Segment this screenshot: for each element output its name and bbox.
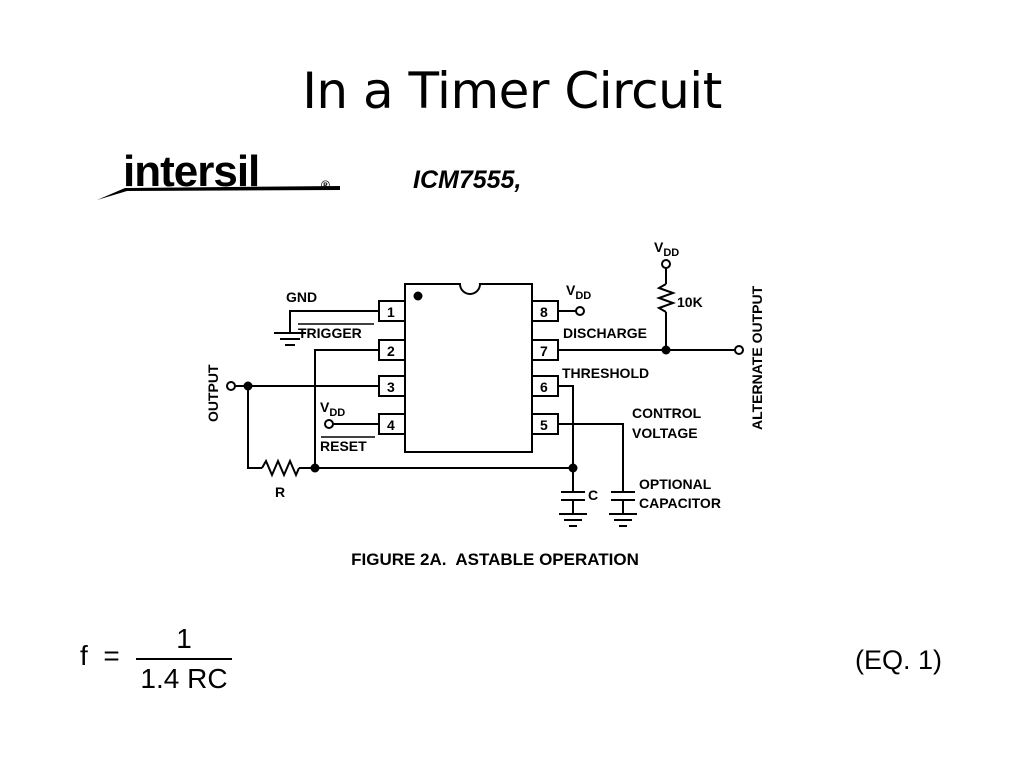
fraction-bar [136,658,232,660]
ground-symbol-c [559,513,587,527]
junction-discharge [661,345,671,355]
astable-circuit-diagram: 1 2 3 4 5 6 7 8 GND TRIGGER OUTPUT VDD R… [205,239,765,527]
pin-number-4: 4 [387,417,395,433]
pin-number-3: 3 [387,379,395,395]
ic-body [404,283,533,453]
junction-threshold [568,463,578,473]
label-capacitor: CAPACITOR [639,495,721,511]
pin-number-7: 7 [540,343,548,359]
intersil-logo: intersil ® [95,150,345,208]
ic-pin1-marker [413,291,423,301]
label-output: OUTPUT [205,364,221,422]
ground-symbol-opt [609,513,637,527]
junction-trigger [310,463,320,473]
label-discharge: DISCHARGE [563,325,647,341]
resistor-r [261,458,300,478]
junction-output [243,381,253,391]
alternate-output-terminal [734,345,744,355]
frequency-formula: f = 1 1.4 RC [80,622,280,695]
label-threshold: THRESHOLD [562,365,649,381]
label-voltage: VOLTAGE [632,425,698,441]
formula-fraction: 1 1.4 RC [136,622,232,695]
label-vdd-top: VDD [654,239,679,259]
label-trigger: TRIGGER [298,325,362,341]
logo-text: intersil [123,147,260,196]
vdd-terminal-top [661,259,671,269]
capacitor-c [561,491,585,501]
label-r: R [275,484,285,500]
optional-capacitor [611,491,635,501]
logo-swoosh-icon [97,186,340,200]
label-gnd: GND [286,289,317,305]
formula-denominator: 1.4 RC [140,663,228,694]
part-number: ICM7555, [413,166,522,194]
label-vdd-pin8: VDD [566,282,591,302]
label-vdd-pin4: VDD [320,399,345,419]
slide-title: In a Timer Circuit [302,62,722,120]
pin-number-8: 8 [540,304,548,320]
ground-symbol-left [274,332,306,346]
pin-number-5: 5 [540,417,548,433]
label-c: C [588,487,598,503]
figure-caption: FIGURE 2A. ASTABLE OPERATION [351,550,639,569]
reset-terminal [324,419,334,429]
logo-registered: ® [321,178,330,192]
pin-number-6: 6 [540,379,548,395]
label-alternate-output: ALTERNATE OUTPUT [749,285,765,430]
label-10k: 10K [677,294,703,310]
formula-lhs: f = [80,640,120,671]
pin-number-1: 1 [387,304,395,320]
output-terminal [226,381,236,391]
label-control: CONTROL [632,405,702,421]
pin-number-2: 2 [387,343,395,359]
resistor-10k [656,283,676,313]
label-reset: RESET [320,438,367,454]
formula-numerator: 1 [176,623,192,654]
label-optional: OPTIONAL [639,476,712,492]
equation-label: (EQ. 1) [855,645,943,675]
vdd-terminal-pin8 [575,306,585,316]
